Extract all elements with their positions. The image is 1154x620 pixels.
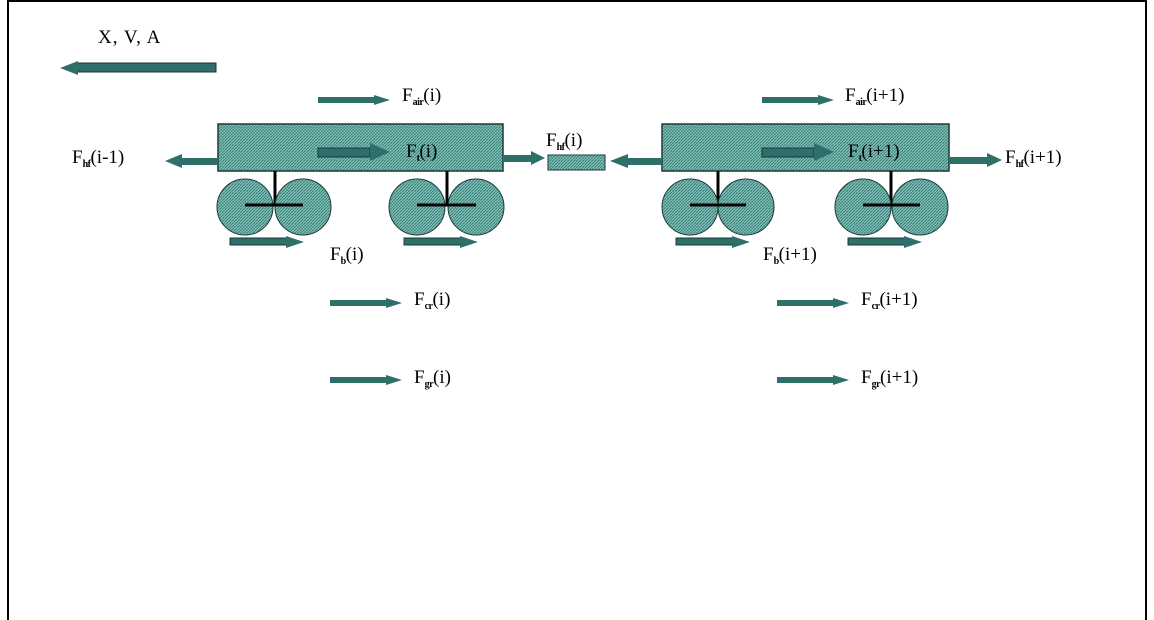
bogie-i-front	[216, 171, 332, 236]
label-f-b-i: Fb(i)	[330, 244, 364, 267]
label-f-t-i1: Ft(i+1)	[848, 141, 900, 164]
label-f-cr-i1: Fcr(i+1)	[861, 289, 918, 312]
label-f-hf-im1: Fhf(i-1)	[72, 147, 125, 170]
direction-arrow	[60, 61, 217, 75]
coupler-arrow-i1-left	[610, 154, 662, 168]
traction-arrow-i	[317, 143, 390, 161]
coupler	[547, 154, 606, 171]
label-f-hf-i1: Fhf(i+1)	[1005, 147, 1062, 170]
label-f-air-i: Fair(i)	[402, 85, 442, 108]
curve-arrow-i1	[777, 298, 849, 308]
bogie-i1-rear	[834, 171, 949, 236]
traction-arrow-i1	[761, 143, 834, 161]
coupler-arrow-left-end	[165, 154, 218, 168]
grade-arrow-i1	[777, 375, 849, 385]
label-f-air-i1: Fair(i+1)	[845, 85, 905, 108]
label-f-gr-i: Fgr(i)	[414, 367, 451, 390]
brake-arrow-i1-rear	[847, 236, 922, 248]
label-f-b-i1: Fb(i+1)	[763, 244, 817, 267]
diagram-border	[7, 0, 1147, 620]
brake-arrow-i1-front	[675, 236, 750, 248]
brake-arrow-i-front	[229, 236, 304, 248]
coupler-arrow-i1-right	[949, 153, 1002, 167]
brake-arrow-i-rear	[403, 236, 478, 248]
grade-arrow-i	[330, 375, 402, 385]
label-f-gr-i1: Fgr(i+1)	[861, 367, 919, 390]
legend-label: X, V, A	[98, 27, 162, 48]
bogie-i1-front	[661, 171, 775, 236]
curve-arrow-i	[330, 298, 402, 308]
air-arrow-i1	[762, 95, 834, 105]
bogie-i-rear	[388, 171, 505, 236]
label-f-t-i: Ft(i)	[406, 141, 438, 164]
label-f-hf-i: Fhf(i)	[546, 130, 583, 153]
coupler-arrow-i-right	[503, 151, 545, 165]
air-arrow-i	[318, 95, 390, 105]
label-f-cr-i: Fcr(i)	[414, 289, 451, 312]
